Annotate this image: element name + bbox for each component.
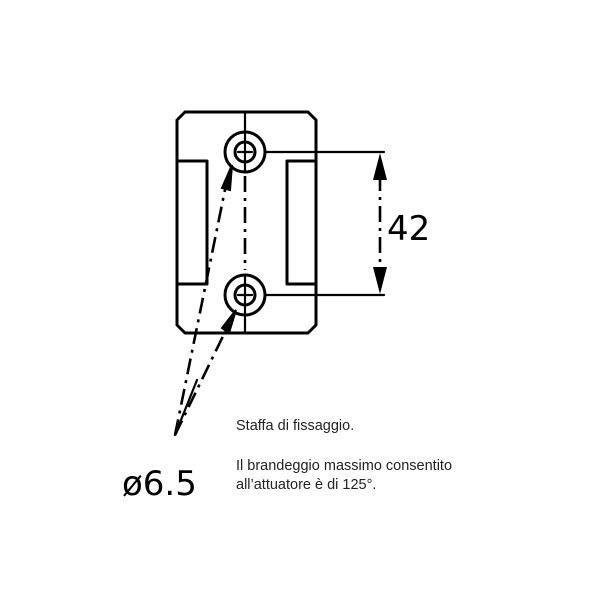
right-slot (285, 159, 317, 286)
note-line-2: all’attuatore è di 125°. (236, 477, 377, 493)
note-body: Il brandeggio massimo consentito all’att… (236, 457, 452, 495)
lower-mounting-hole (223, 273, 267, 317)
note-title: Staffa di fissaggio. (236, 418, 355, 434)
dimension-42: 42 (373, 153, 430, 294)
note-line-1: Il brandeggio massimo consentito (236, 458, 453, 474)
dimension-42-label: 42 (387, 209, 430, 249)
hole-diameter-label: ø6.5 (122, 464, 197, 504)
left-slot (176, 159, 209, 286)
bracket-plate-outline (175, 110, 318, 335)
diameter-leader (173, 164, 237, 437)
